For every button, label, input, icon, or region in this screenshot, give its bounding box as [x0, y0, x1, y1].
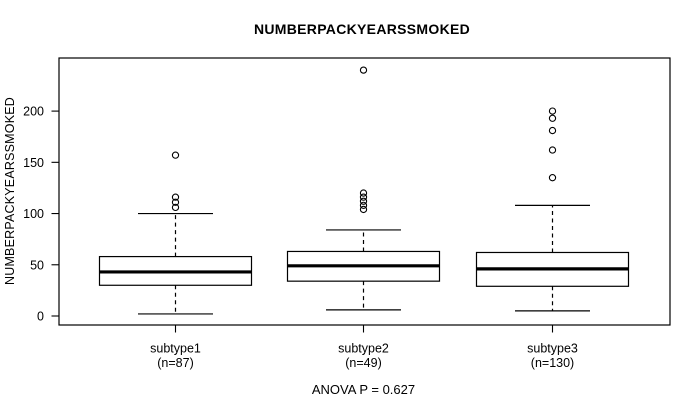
y-tick-label: 200	[23, 105, 44, 119]
x-tick-label-subtype3: subtype3	[527, 342, 578, 356]
boxplot-subtype1	[98, 151, 253, 315]
boxplot-subtype2	[286, 66, 441, 311]
x-tick-sublabel-subtype2: (n=49)	[345, 356, 381, 370]
x-tick-sublabel-subtype3: (n=130)	[531, 356, 574, 370]
anova-annotation: ANOVA P = 0.627	[312, 382, 415, 397]
boxplot-subtype3	[475, 107, 630, 312]
outlier-point	[359, 197, 368, 205]
outlier-point	[359, 193, 368, 201]
outlier-point	[171, 198, 180, 206]
outlier-point	[548, 126, 557, 135]
outlier-point	[548, 146, 557, 154]
x-tick-label-subtype2: subtype2	[338, 342, 389, 356]
outlier-point	[548, 107, 557, 115]
y-tick-label: 150	[23, 156, 44, 170]
x-axis: subtype1(n=87) subtype2(n=49) subtype3(n=1…	[150, 325, 578, 370]
boxplots	[98, 66, 630, 315]
outlier-point	[548, 114, 557, 122]
outlier-point	[359, 189, 368, 197]
outlier-point	[359, 66, 368, 74]
x-tick-label-subtype1: subtype1	[150, 342, 201, 356]
outlier-point	[548, 174, 557, 182]
y-tick-label: 100	[23, 207, 44, 221]
outlier-point	[171, 151, 180, 159]
x-tick-sublabel-subtype1: (n=87)	[157, 356, 193, 370]
outlier-point	[171, 193, 180, 201]
outlier-point	[359, 201, 368, 210]
outlier-point	[359, 205, 368, 214]
y-axis-label: NUMBERPACKYEARSSMOKED	[3, 97, 17, 285]
plot-border	[58, 57, 671, 326]
chart-title: NUMBERPACKYEARSSMOKED	[254, 21, 470, 37]
y-tick-label: 50	[30, 258, 44, 272]
y-tick-label: 0	[37, 310, 44, 324]
outlier-point	[171, 203, 180, 212]
y-axis: 0 50 100 150 200	[23, 105, 59, 324]
